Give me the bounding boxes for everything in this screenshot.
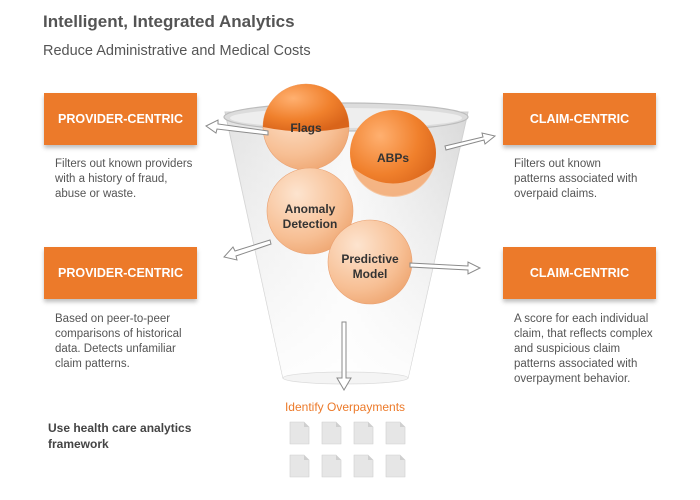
claim-centric-description-middle: A score for each individual claim, that … (514, 313, 653, 385)
document-icon (321, 421, 342, 445)
diagram-subtitle: Reduce Administrative and Medical Costs (43, 43, 311, 59)
arrow-to-claim-centric-middle (409, 261, 482, 275)
bubble-anomaly-detection (266, 167, 354, 255)
provider-centric-box-top: PROVIDER-CENTRIC (44, 93, 197, 145)
bubble-label-anomaly-detection: Anomaly Detection (282, 202, 338, 231)
document-grid (289, 421, 406, 478)
document-icon (289, 454, 310, 478)
arrow-to-output (336, 321, 352, 391)
document-icon (385, 421, 406, 445)
bubble-label-flags: Flags (290, 121, 322, 135)
document-icon (385, 454, 406, 478)
framework-label: Use health care analytics framework (48, 421, 192, 451)
provider-centric-description-top: Filters out known providers with a histo… (55, 158, 193, 200)
arrow-to-provider-centric-middle (223, 239, 272, 261)
bubble-predictive-model (327, 219, 413, 305)
claim-centric-box-middle: CLAIM-CENTRIC (503, 247, 656, 299)
provider-centric-box-middle: PROVIDER-CENTRIC (44, 247, 197, 299)
bubble-abps (350, 110, 436, 196)
bubble-label-abps: ABPs (376, 151, 409, 165)
arrow-to-provider-centric-top (205, 119, 269, 136)
document-icon (321, 454, 342, 478)
bubble-label-predictive-model: Predictive Model (341, 252, 399, 281)
diagram-title: Intelligent, Integrated Analytics (43, 12, 295, 31)
provider-centric-description-middle: Based on peer-to-peer comparisons of his… (55, 313, 182, 370)
claim-centric-description-top: Filters out known patterns associated wi… (514, 158, 638, 200)
arrow-to-claim-centric-top (444, 132, 497, 151)
document-icon (353, 454, 374, 478)
document-icon (289, 421, 310, 445)
document-icon (353, 421, 374, 445)
claim-centric-box-top: CLAIM-CENTRIC (503, 93, 656, 145)
output-label: Identify Overpayments (284, 400, 406, 414)
